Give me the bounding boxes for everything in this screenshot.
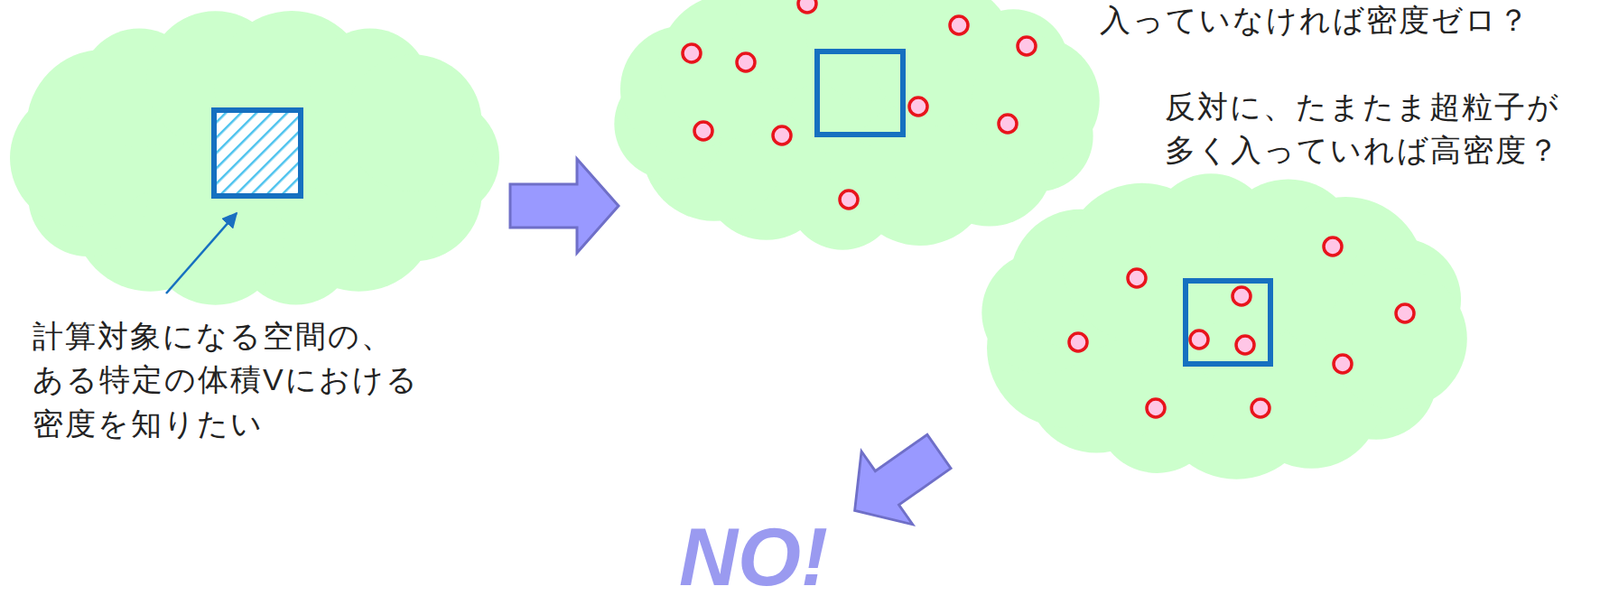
super-particle — [736, 53, 755, 72]
leader-line — [166, 213, 237, 294]
callout-note: 計算対象になる空間の、 ある特定の体積Vにおける 密度を知りたい — [32, 314, 457, 446]
note: 反対に、たまたま超粒子が 多く入っていれば高密度？ — [1164, 84, 1593, 173]
super-particle — [1395, 304, 1414, 323]
super-particle — [1232, 287, 1251, 306]
super-particle — [1017, 37, 1036, 56]
super-particle — [1333, 354, 1352, 373]
big-arrow — [828, 415, 965, 548]
super-particle — [682, 44, 701, 63]
super-particle — [839, 190, 858, 209]
super-particle — [1323, 237, 1342, 256]
super-particle — [1146, 399, 1165, 418]
super-particle — [1069, 333, 1088, 352]
cloud — [613, 0, 1099, 251]
volume-square — [213, 110, 301, 196]
cloud — [981, 173, 1467, 480]
super-particle — [998, 114, 1017, 133]
super-particle — [949, 16, 968, 35]
note: 入っていなければ密度ゼロ？ — [1099, 1, 1588, 39]
super-particle — [772, 126, 791, 145]
super-particle — [1190, 330, 1209, 349]
super-particle — [1127, 269, 1146, 288]
conclusion-text: NO! — [679, 516, 887, 598]
super-particle — [694, 121, 713, 140]
super-particle — [1236, 335, 1255, 354]
volume-square — [817, 51, 903, 135]
cloud — [9, 10, 500, 306]
super-particle — [1251, 399, 1270, 418]
super-particle — [798, 0, 817, 13]
volume-square — [1185, 280, 1271, 364]
big-arrow — [510, 158, 619, 253]
super-particle — [909, 97, 928, 116]
